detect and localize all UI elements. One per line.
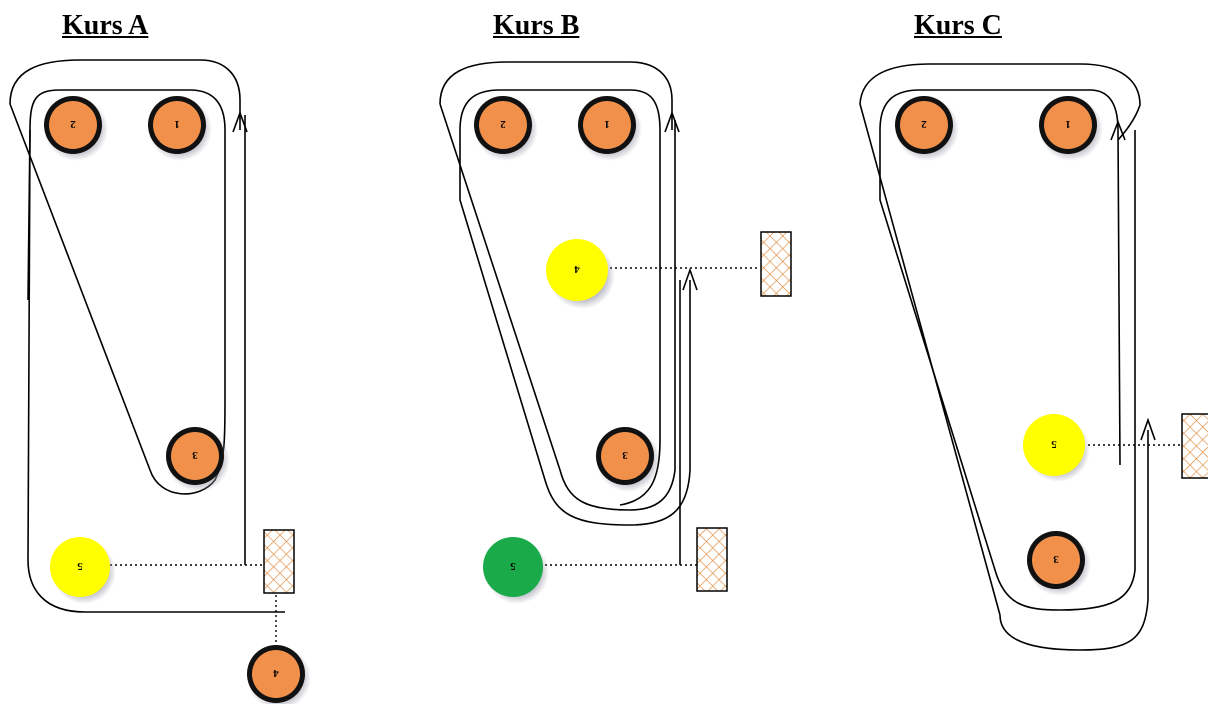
course-c-outer-path [859,63,1141,141]
marker-b-4: 4 [546,239,615,309]
marker-b-2: 2 [474,96,538,161]
marker-b-2-label: 2 [500,118,506,130]
course-a-title: Kurs A [62,10,149,41]
marker-c-1: 1 [1039,96,1103,161]
marker-c-5-label: 5 [1051,438,1057,450]
marker-b-5: 5 [483,537,549,604]
course-b-outer-path [439,61,673,130]
marker-a-1-label: 1 [174,118,180,130]
course-c-bottom-loop [999,430,1149,651]
course-b-bottom-loop [459,130,691,526]
course-b-arrow-mid [682,267,698,291]
course-b-title: Kurs B [493,10,580,41]
course-a-outer-path [9,59,241,130]
marker-b-1-label: 1 [604,118,610,130]
marker-a-3-label: 3 [192,449,198,461]
course-b-diagonal [439,103,676,511]
course-a-left-side [27,129,285,613]
marker-b-4-label: 4 [574,263,580,275]
course-b-obstacle-upper [760,231,792,297]
marker-c-5: 5 [1023,414,1090,482]
course-a [9,59,285,648]
marker-a-5-label: 5 [77,560,83,572]
marker-b-1: 1 [578,96,642,161]
course-a-diagonal [9,103,151,471]
course-b-obstacle-lower [696,527,728,592]
course-c-title: Kurs C [914,10,1002,41]
course-c-inner-loop [879,89,1121,466]
marker-a-4: 4 [247,645,311,704]
marker-a-1: 1 [148,96,212,161]
marker-c-2-label: 2 [921,118,927,130]
course-b-inner-loop [459,89,661,506]
marker-b-3: 3 [596,427,660,492]
marker-a-3: 3 [166,427,230,492]
marker-c-3-label: 3 [1053,553,1059,565]
marker-c-3: 3 [1027,531,1091,596]
course-b [439,61,760,566]
course-c-obstacle [1181,413,1208,479]
marker-c-1-label: 1 [1065,118,1071,130]
marker-a-5: 5 [50,537,116,604]
course-c-left-inner [879,130,1136,611]
marker-a-2-label: 2 [70,118,76,130]
marker-a-4-label: 4 [273,667,279,679]
course-c [859,63,1182,651]
markers: 1 2 3 5 4 1 [44,96,1103,704]
marker-a-2: 2 [44,96,108,161]
course-c-arrow-right [1140,417,1156,441]
course-a-obstacle [263,529,295,594]
marker-c-2: 2 [895,96,959,161]
marker-b-3-label: 3 [622,449,628,461]
course-b-arrow-top [664,110,680,133]
marker-b-5-label: 5 [510,560,516,572]
